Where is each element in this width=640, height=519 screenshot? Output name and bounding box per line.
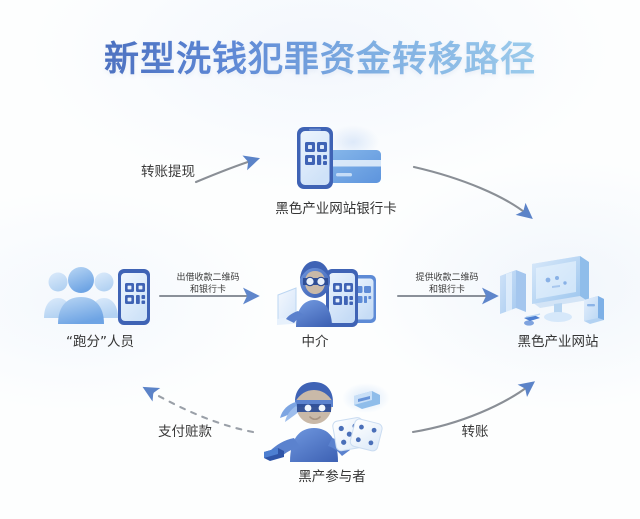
black-site-label-text: 黑色产业网站 bbox=[517, 334, 599, 350]
lend-qr-label-line2: 和银行卡 bbox=[189, 285, 226, 295]
people-group-with-qr-phone-icon bbox=[44, 267, 150, 325]
transfer-label-text: 转账 bbox=[461, 424, 489, 440]
runners-label-text: “跑分”人员 bbox=[66, 334, 134, 350]
node-label-intermediary: 中介 bbox=[255, 330, 375, 350]
arrow-label-pay-stolen: 支付赃款 bbox=[130, 420, 240, 440]
arrow-label-lend-qr: 出借收款二维码 和银行卡 bbox=[157, 272, 259, 296]
title-container: 新型洗钱犯罪资金转移路径 bbox=[0, 40, 640, 80]
desktop-computer-isometric-icon bbox=[500, 256, 604, 326]
intermediary-label-text: 中介 bbox=[301, 334, 329, 350]
node-intermediary-illustration bbox=[276, 255, 386, 331]
bank-card-label-text: 黑色产业网站银行卡 bbox=[275, 201, 397, 217]
node-participant-illustration bbox=[258, 380, 394, 462]
hacker-with-laptop-and-phones-icon bbox=[277, 261, 376, 327]
node-bank-card-illustration bbox=[283, 122, 387, 194]
node-label-bank-card: 黑色产业网站银行卡 bbox=[240, 197, 432, 217]
pay-stolen-label-text: 支付赃款 bbox=[158, 424, 212, 440]
arrow-label-provide-qr: 提供收款二维码 和银行卡 bbox=[396, 272, 498, 296]
arrow-label-transfer: 转账 bbox=[430, 420, 520, 440]
page-title: 新型洗钱犯罪资金转移路径 bbox=[103, 40, 536, 80]
withdraw-label-text: 转账提现 bbox=[141, 164, 195, 180]
node-black-site-illustration bbox=[496, 252, 606, 330]
node-runners-illustration bbox=[42, 256, 154, 328]
phone-qr-and-bank-card-icon bbox=[297, 125, 381, 189]
participant-label-text: 黑产参与者 bbox=[298, 469, 366, 485]
node-label-runners: “跑分”人员 bbox=[20, 330, 180, 350]
arrow-label-withdraw: 转账提现 bbox=[113, 160, 223, 180]
node-label-participant: 黑产参与者 bbox=[262, 465, 402, 485]
lend-qr-label-line1: 出借收款二维码 bbox=[176, 273, 240, 283]
node-label-black-site: 黑色产业网站 bbox=[478, 330, 638, 350]
provide-qr-label-line1: 提供收款二维码 bbox=[415, 273, 479, 283]
provide-qr-label-line2: 和银行卡 bbox=[428, 285, 465, 295]
masked-gambler-with-dice-icon bbox=[264, 382, 390, 462]
